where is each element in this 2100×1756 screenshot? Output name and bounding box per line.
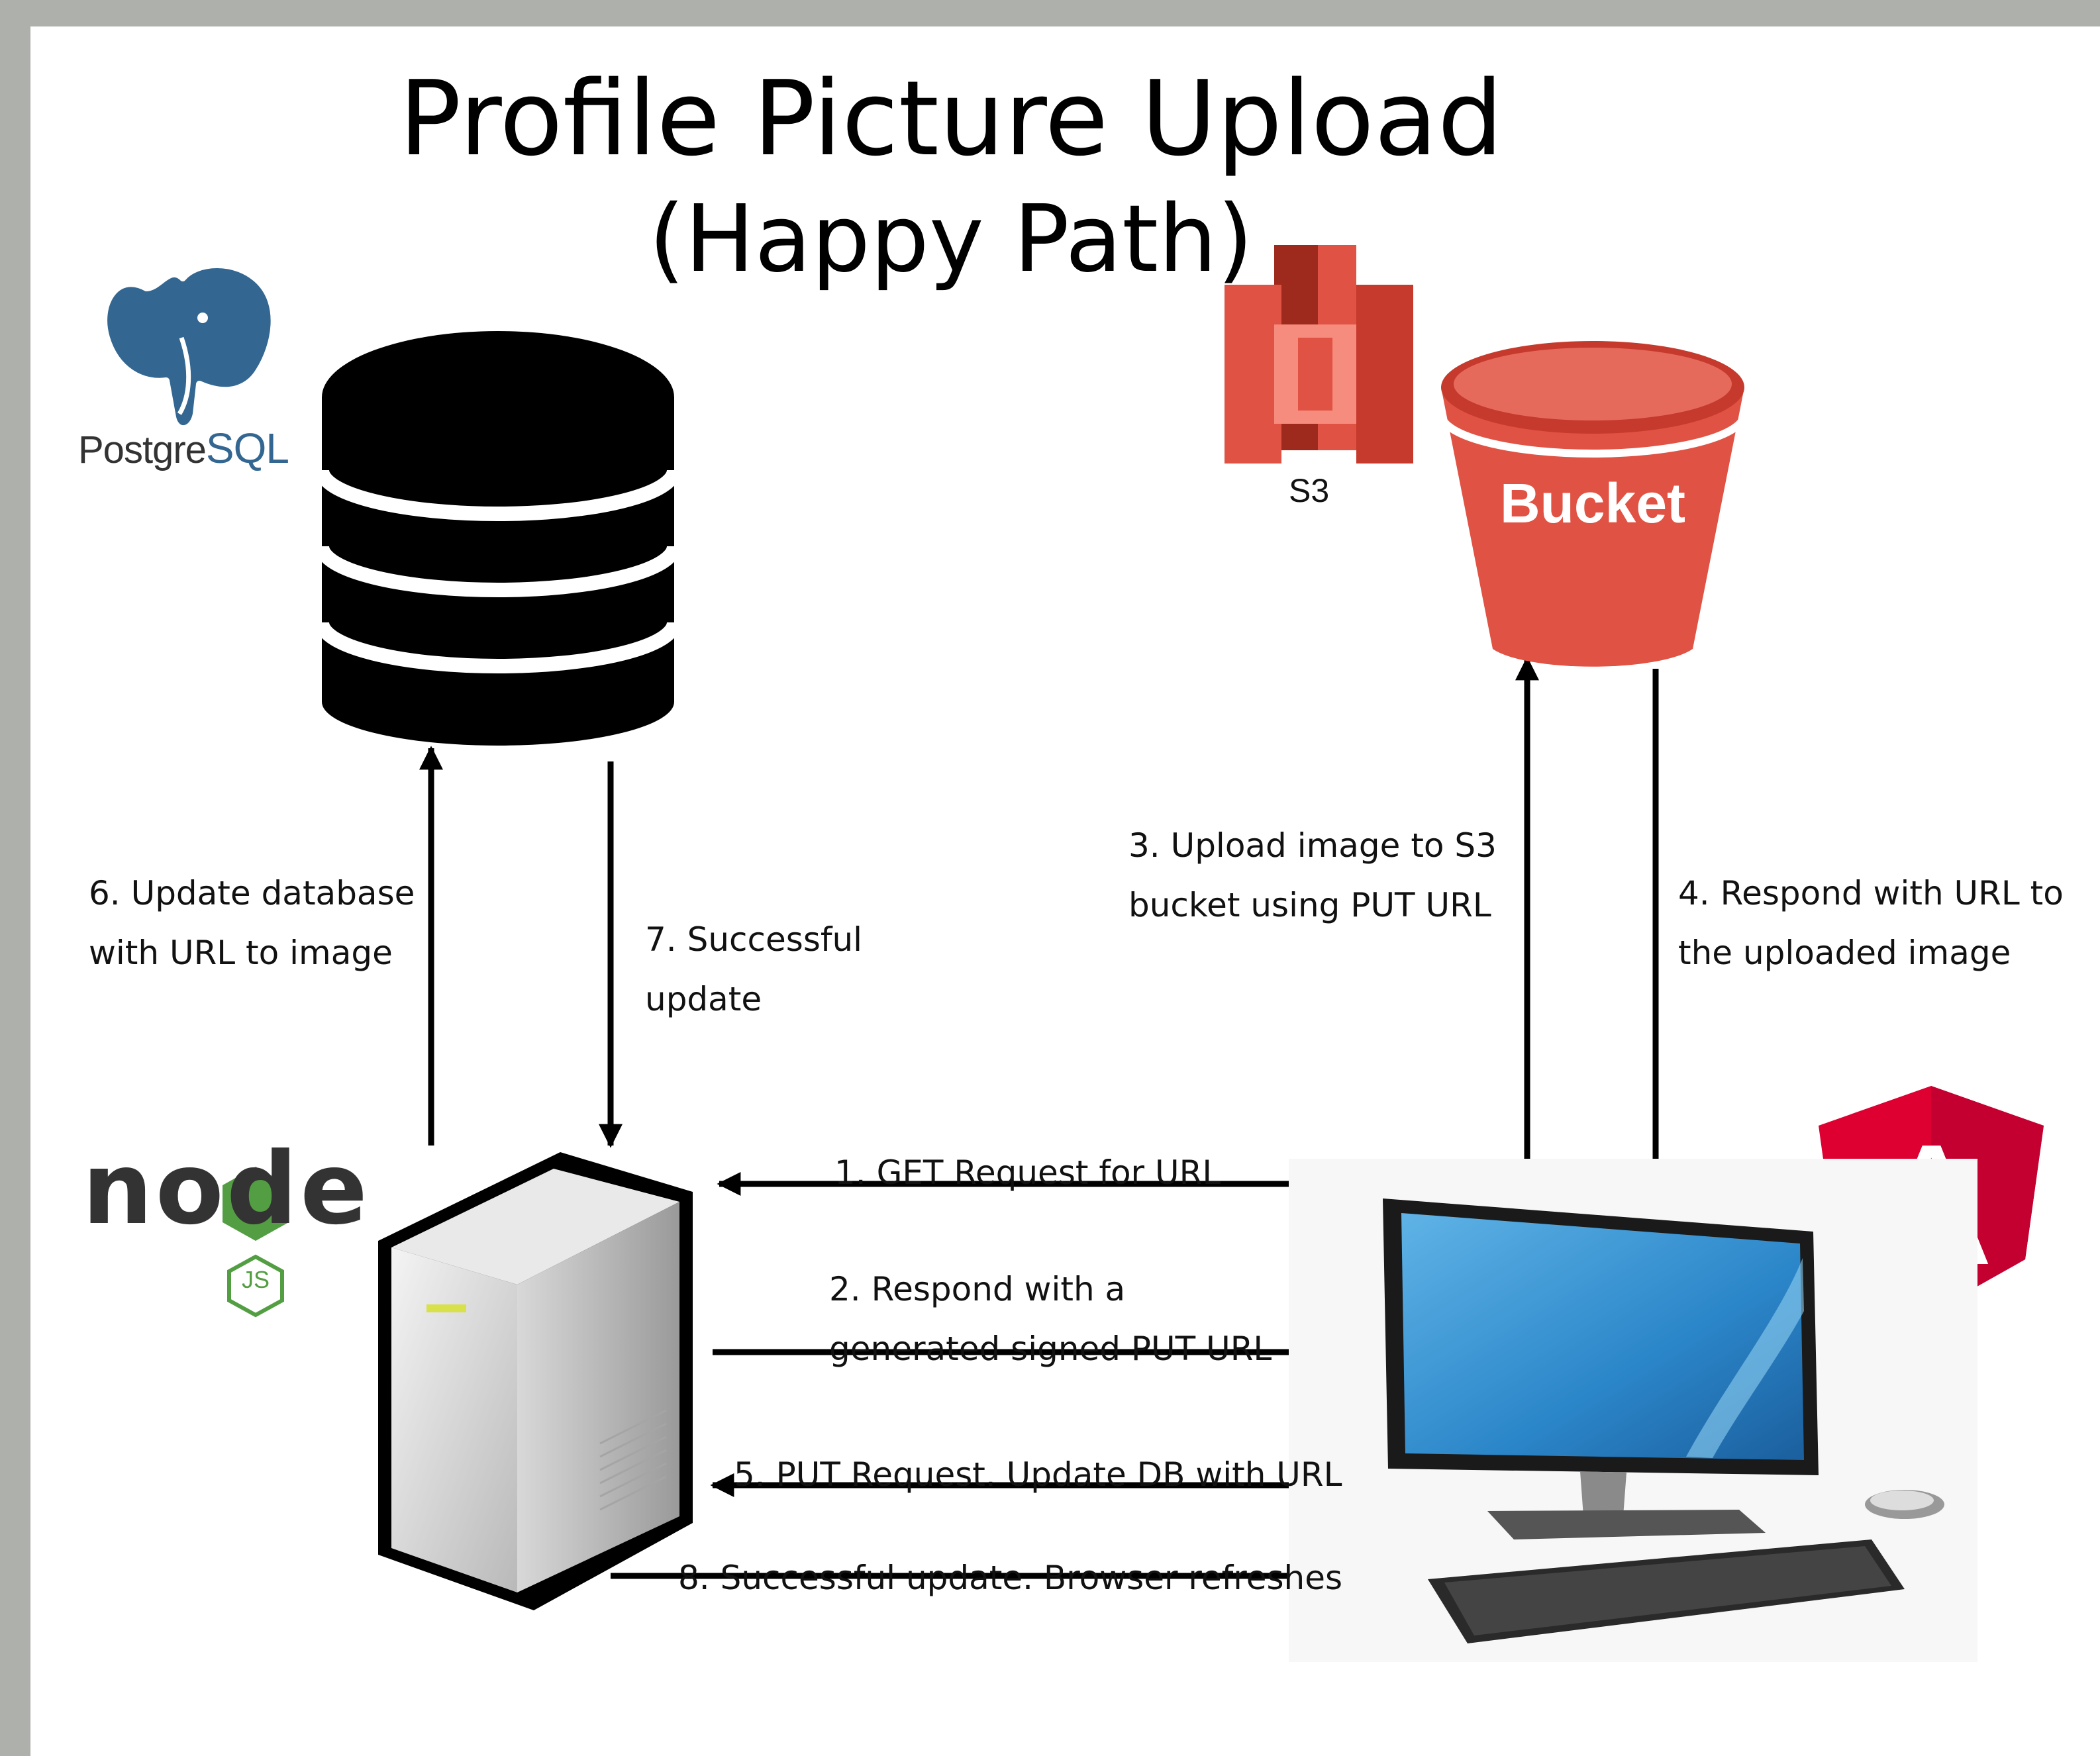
nodejs-icon — [223, 1167, 289, 1318]
nodejs-js-badge: JS — [241, 1266, 270, 1293]
server-icon — [378, 1152, 693, 1610]
step-5-line-1: 5. PUT Request. Update DB with URL — [734, 1455, 1342, 1494]
step-4-label: 4. Respond with URL to the uploaded imag… — [1678, 863, 2064, 983]
s3-label: S3 — [1289, 472, 1330, 509]
step-4-line-1: 4. Respond with URL to — [1678, 874, 2064, 912]
step-2-line-2: generated signed PUT URL — [829, 1330, 1272, 1368]
desktop-computer-icon — [1289, 1159, 1977, 1662]
nodejs-wordmark: node — [82, 1132, 370, 1247]
step-6-line-1: 6. Update database — [89, 874, 415, 912]
step-1-line-1: 1. GET Request for URL — [834, 1153, 1221, 1192]
step-8-line-1: 8. Successful update. Browser refreshes — [678, 1559, 1343, 1597]
postgresql-wordmark: PostgreSQL — [78, 424, 289, 473]
elephant-icon — [101, 262, 277, 432]
postgresql-wordmark-a: Postgre — [78, 428, 207, 471]
step-5-label: 5. PUT Request. Update DB with URL — [734, 1445, 1342, 1504]
postgresql-wordmark-b: SQL — [205, 424, 289, 472]
diagram-title: Profile Picture Upload — [399, 58, 1503, 179]
diagram-canvas: Profile Picture Upload (Happy Path) — [30, 26, 2100, 1756]
step-2-line-1: 2. Respond with a — [829, 1270, 1126, 1308]
diagram-subtitle: (Happy Path) — [648, 185, 1254, 293]
step-7-label: 7. Successful update — [645, 910, 862, 1029]
step-3-line-2: bucket using PUT URL — [1128, 886, 1491, 924]
step-8-label: 8. Successful update. Browser refreshes — [678, 1548, 1342, 1608]
aws-s3-icon — [1225, 245, 1413, 463]
step-6-line-2: with URL to image — [89, 934, 393, 972]
step-7-line-1: 7. Successful — [645, 920, 863, 959]
step-4-line-2: the uploaded image — [1678, 934, 2011, 972]
database-icon — [315, 331, 681, 746]
step-2-label: 2. Respond with a generated signed PUT U… — [829, 1259, 1272, 1379]
step-3-line-1: 3. Upload image to S3 — [1128, 826, 1497, 865]
arrows-layer — [419, 656, 1668, 1588]
bucket-icon — [1437, 341, 1748, 667]
step-7-line-2: update — [645, 980, 762, 1018]
step-1-label: 1. GET Request for URL — [834, 1143, 1221, 1202]
step-6-label: 6. Update database with URL to image — [89, 863, 415, 983]
step-3-label: 3. Upload image to S3 bucket using PUT U… — [1128, 816, 1497, 935]
bucket-label: Bucket — [1499, 472, 1686, 534]
